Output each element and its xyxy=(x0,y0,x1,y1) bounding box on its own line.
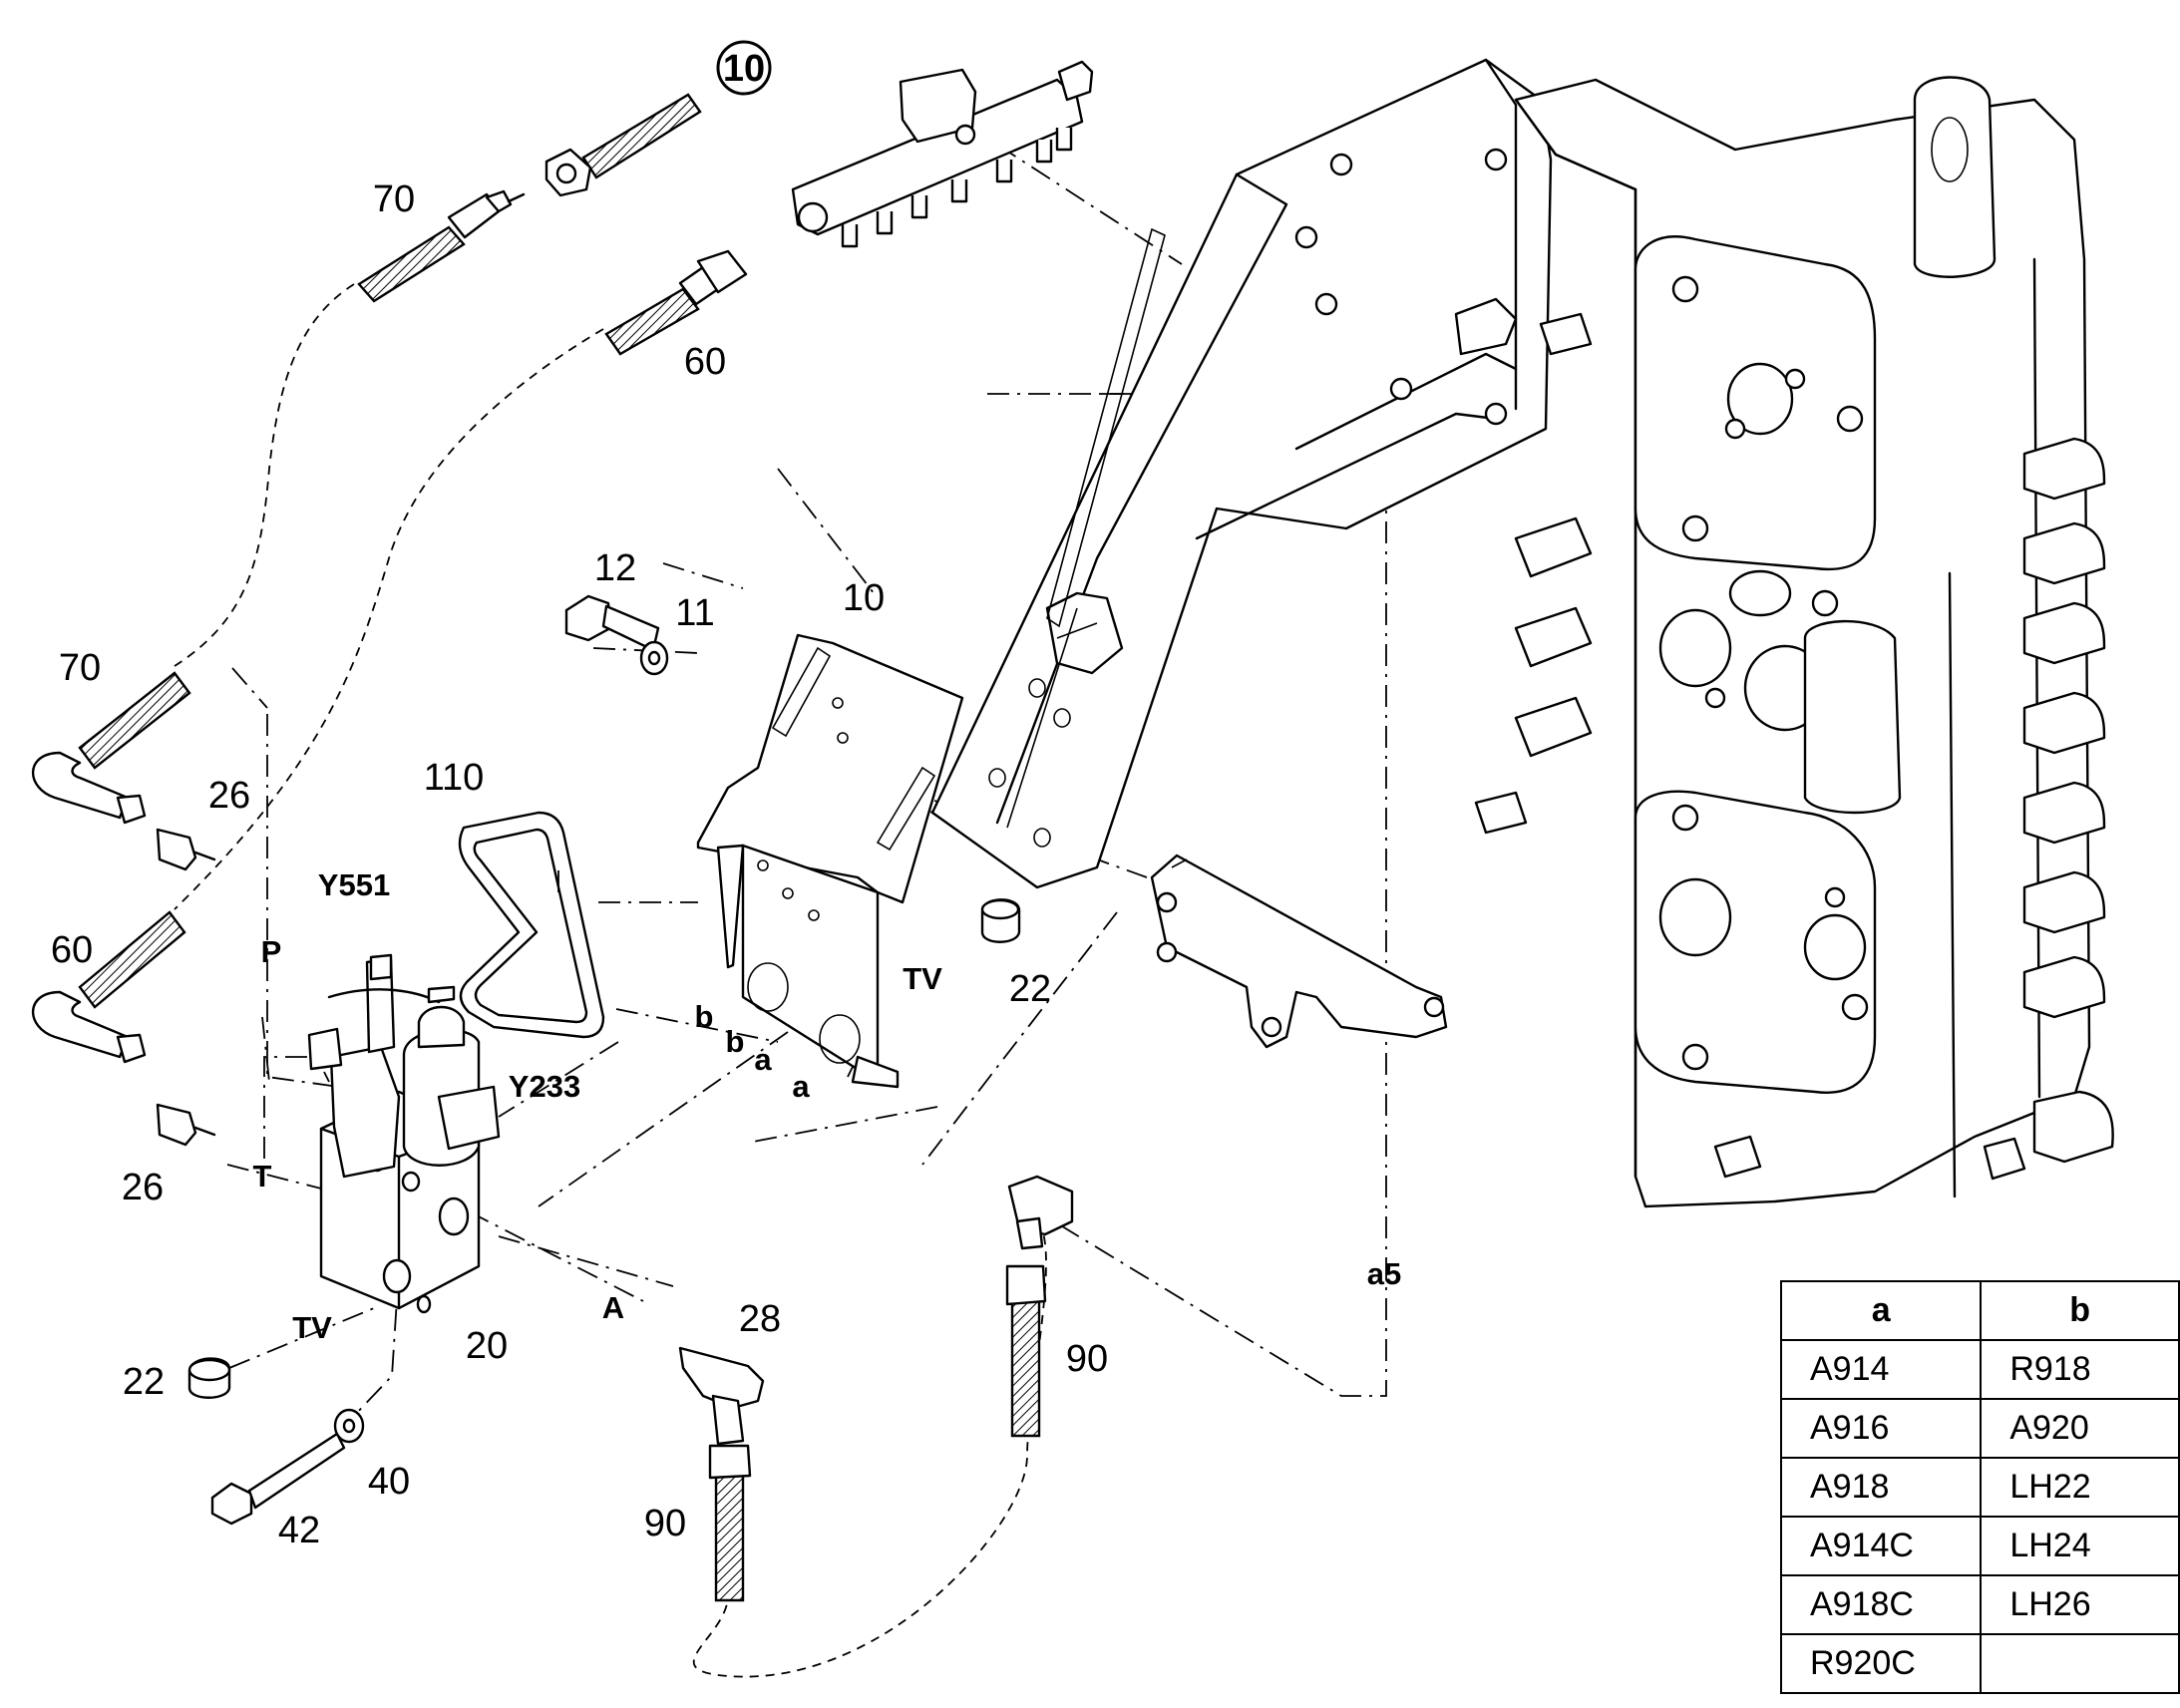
plug-22-left xyxy=(187,1357,231,1399)
bolt-12 xyxy=(564,594,660,652)
washer-40 xyxy=(333,1408,365,1444)
fitting-26-upper xyxy=(156,828,216,871)
fitting-26-lower xyxy=(156,1103,216,1147)
hose-10-top xyxy=(545,93,702,197)
ref-b-2: b xyxy=(726,1024,745,1059)
washer-11 xyxy=(639,640,669,676)
signal-y551: Y551 xyxy=(318,867,390,902)
mounting-frame xyxy=(930,58,1553,1049)
callout-10: 10 xyxy=(843,577,885,619)
signal-y233: Y233 xyxy=(509,1069,580,1104)
callout-22-left: 22 xyxy=(123,1361,165,1403)
callout-60-top: 60 xyxy=(684,341,726,383)
callout-26-upper: 26 xyxy=(208,775,250,817)
ref-a-1: a xyxy=(754,1042,772,1077)
table-header-b: b xyxy=(1980,1280,2180,1341)
port-tv-right: TV xyxy=(903,961,942,996)
solenoid-y551 xyxy=(307,953,441,1179)
callout-90-low: 90 xyxy=(644,1503,686,1544)
left-spool-fittings xyxy=(1474,312,1593,835)
table-header-a: a xyxy=(1779,1280,1983,1341)
table-cell-b: A920 xyxy=(1980,1398,2180,1459)
manifold-port-fittings xyxy=(841,128,1073,248)
svg-text:10: 10 xyxy=(723,48,765,90)
table-row: A918 LH22 xyxy=(1779,1457,2180,1518)
ref-a-2: a xyxy=(792,1069,810,1104)
callout-42: 42 xyxy=(278,1510,320,1551)
callout-10-circle: 10 xyxy=(716,40,772,96)
table-cell-a: A914C xyxy=(1779,1516,1983,1576)
callout-20: 20 xyxy=(466,1325,508,1367)
bracket-10 xyxy=(696,633,964,1089)
table-row: A916 A920 xyxy=(1779,1398,2180,1459)
callout-70-top: 70 xyxy=(373,178,415,220)
table-cell-a: A918C xyxy=(1779,1574,1983,1635)
port-t: T xyxy=(253,1159,272,1194)
hose-60-top xyxy=(604,249,748,356)
table-row: A914C LH24 xyxy=(1779,1516,2180,1576)
table-row: R920C xyxy=(1779,1633,2180,1694)
solenoid-y233 xyxy=(402,985,501,1167)
callout-90-right: 90 xyxy=(1066,1338,1108,1380)
callout-26-lower: 26 xyxy=(122,1167,164,1208)
table-cell-b: R918 xyxy=(1980,1339,2180,1400)
hose-90-low xyxy=(708,1444,752,1602)
table-cell-a: R920C xyxy=(1779,1633,1983,1694)
port-a: A xyxy=(602,1290,624,1325)
reference-table: a b A914 R918 A916 A920 A918 LH22 A914C … xyxy=(1779,1280,2180,1694)
callout-28: 28 xyxy=(739,1298,781,1340)
hose-70-left xyxy=(31,671,191,825)
elbow-fitting-28 xyxy=(678,1346,765,1446)
right-spool-fittings xyxy=(1713,437,2114,1181)
hose-90-right xyxy=(1005,1264,1047,1438)
callout-40: 40 xyxy=(368,1461,410,1503)
table-cell-b: LH26 xyxy=(1980,1574,2180,1635)
table-cell-b: LH24 xyxy=(1980,1516,2180,1576)
ref-b-1: b xyxy=(695,999,714,1034)
table-cell-a: A916 xyxy=(1779,1398,1983,1459)
table-cell-a: A914 xyxy=(1779,1339,1983,1400)
callout-22-right: 22 xyxy=(1009,968,1051,1010)
ref-a5: a5 xyxy=(1367,1256,1401,1291)
bolt-42 xyxy=(210,1432,346,1526)
handle-110 xyxy=(458,811,605,1039)
table-cell-a: A918 xyxy=(1779,1457,1983,1518)
table-cell-b: LH22 xyxy=(1980,1457,2180,1518)
callout-11: 11 xyxy=(675,592,714,634)
port-tv-left: TV xyxy=(292,1310,332,1345)
manifold-block xyxy=(791,60,1094,248)
control-valve-assembly xyxy=(1514,76,2091,1208)
table-cell-b xyxy=(1980,1633,2180,1694)
hose-60-left xyxy=(31,910,186,1064)
table-row: A914 R918 xyxy=(1779,1339,2180,1400)
callout-12: 12 xyxy=(594,547,636,589)
hose-70-top xyxy=(357,189,526,303)
plug-22-right xyxy=(980,898,1021,943)
elbow-fitting-90 xyxy=(1007,1175,1074,1250)
port-p: P xyxy=(261,934,282,969)
table-header-row: a b xyxy=(1779,1280,2180,1341)
table-row: A918C LH26 xyxy=(1779,1574,2180,1635)
callout-70-left: 70 xyxy=(59,647,101,689)
callout-110: 110 xyxy=(424,757,485,799)
callout-60-left: 60 xyxy=(51,929,93,971)
